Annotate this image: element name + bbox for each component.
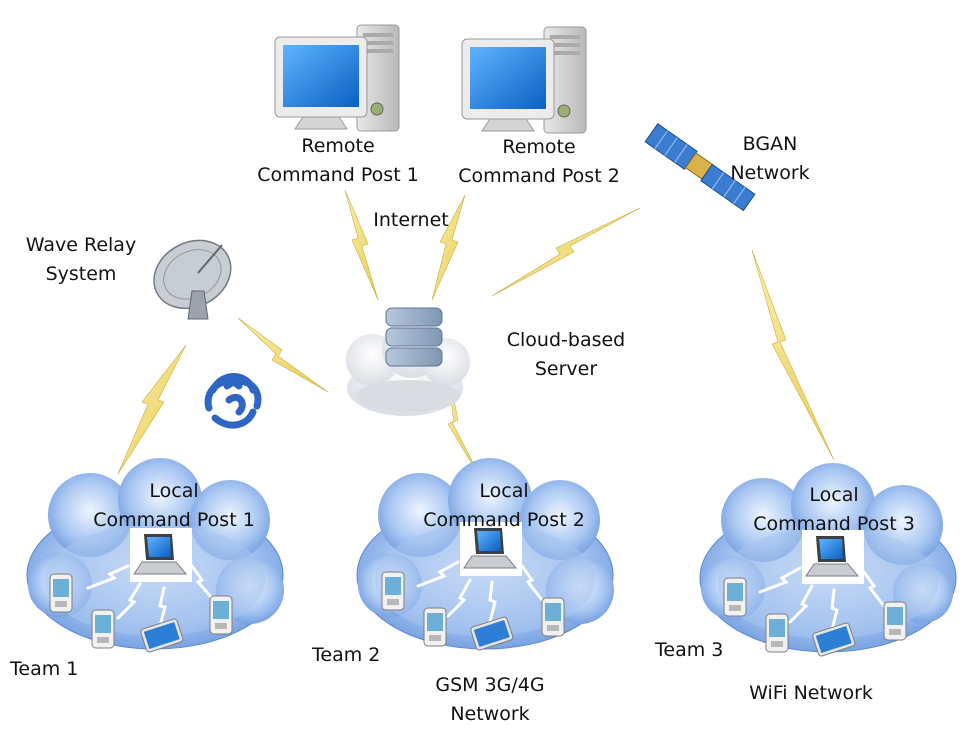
smartphone-icon: [723, 577, 747, 617]
server-icon: [385, 307, 443, 367]
satellite-dish-icon: [153, 239, 232, 320]
smartphone-icon: [91, 609, 115, 649]
team-3-label: Team 3: [655, 639, 724, 661]
cloud-server-cloud: [346, 318, 470, 416]
tablet-icon: [470, 616, 514, 651]
internet-label: Internet: [373, 209, 449, 231]
lightning-links: [117, 189, 835, 485]
smartphone-icon: [381, 571, 405, 611]
smartphone-icon: [49, 573, 73, 613]
bgan-network-label: BGAN Network: [730, 133, 810, 184]
link-remote1-cloud: [344, 189, 379, 301]
team-2-label: Team 2: [312, 644, 381, 666]
wave-relay-logo-icon: [204, 373, 262, 429]
laptop-icon: [130, 528, 192, 582]
local-command-post-1-label: Local Command Post 1: [93, 480, 255, 531]
desktop-computer-icon: [461, 26, 587, 134]
smartphone-icon: [209, 595, 233, 635]
link-bgan-team3: [751, 249, 835, 461]
tablet-icon: [812, 622, 856, 657]
laptop-icon: [460, 522, 522, 576]
remote-command-post-1-label: Remote Command Post 1: [257, 135, 419, 186]
handheld-devices: [49, 571, 907, 657]
local-wireless-links: [86, 560, 886, 632]
tablet-icon: [140, 618, 184, 653]
desktop-computer-icon: [274, 24, 400, 132]
link-wave-cloud: [237, 317, 329, 393]
smartphone-icon: [423, 607, 447, 647]
remote-command-post-2-label: Remote Command Post 2: [458, 136, 620, 187]
smartphone-icon: [541, 597, 565, 637]
local-command-post-3-label: Local Command Post 3: [753, 484, 915, 535]
smartphone-icon: [883, 601, 907, 641]
link-wave-team1: [117, 344, 187, 475]
wave-relay-system-label: Wave Relay System: [25, 234, 137, 285]
link-bgan-cloud: [491, 207, 641, 297]
cloud-based-server-label: Cloud-based Server: [506, 329, 626, 380]
satellite-icon: [644, 123, 756, 212]
wifi-network-label: WiFi Network: [749, 682, 873, 704]
team-1-label: Team 1: [10, 658, 79, 680]
local-command-post-2-label: Local Command Post 2: [423, 480, 585, 531]
smartphone-icon: [765, 613, 789, 653]
gsm-network-label: GSM 3G/4G Network: [435, 674, 545, 725]
link-remote2-cloud: [431, 194, 466, 301]
laptop-icon: [802, 530, 864, 584]
